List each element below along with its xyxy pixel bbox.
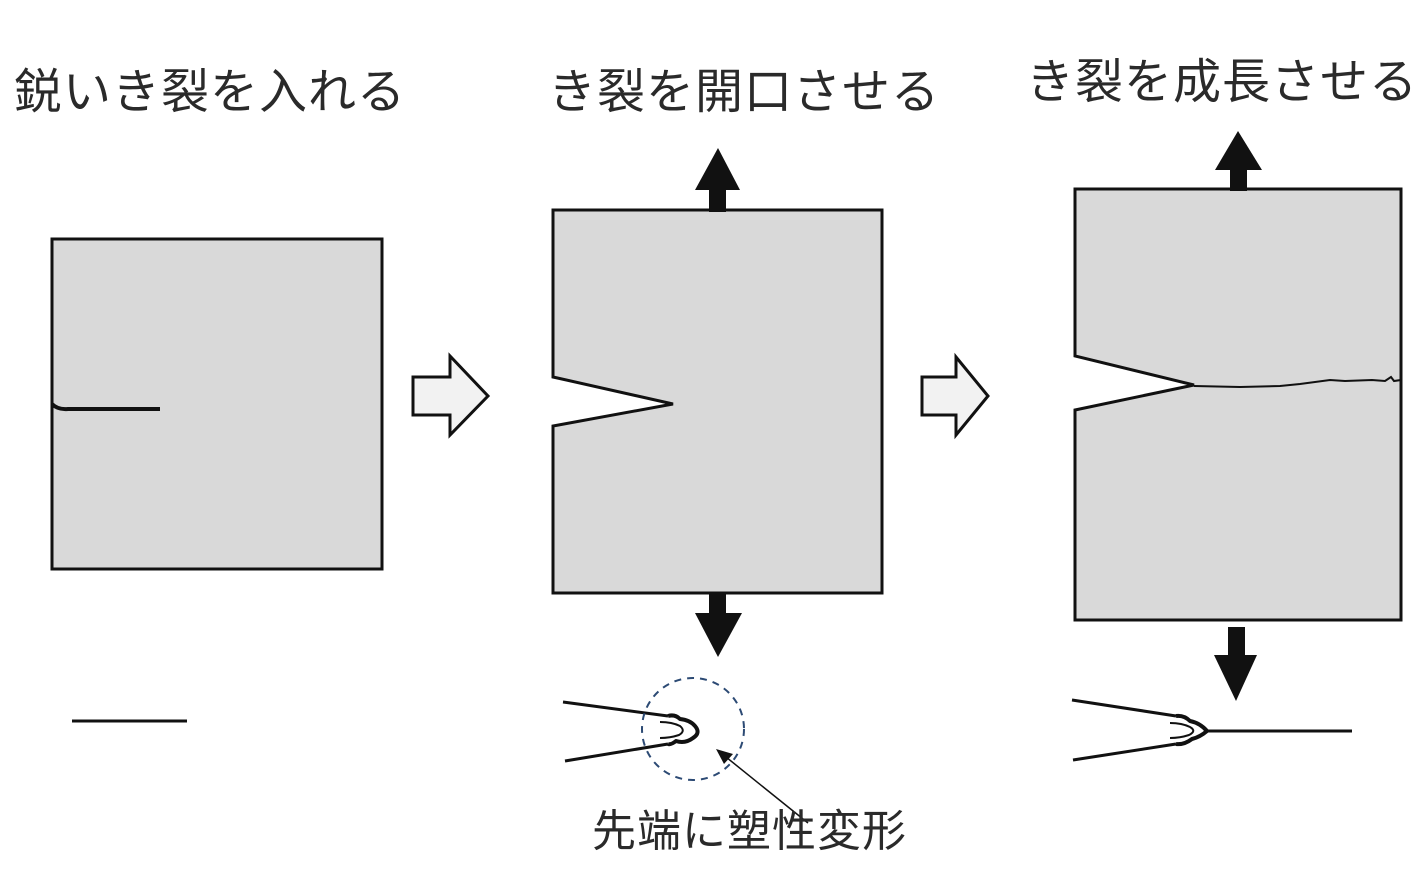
load-arrow-down-2-icon [1214, 627, 1257, 701]
step-3-title: き裂を成長させる [1026, 54, 1418, 110]
crack-flank-lower [564, 742, 669, 763]
step-1-title: 鋭いき裂を入れる [14, 64, 406, 120]
process-arrow-icon [411, 352, 491, 439]
crack-flank-upper [562, 700, 669, 718]
blunted-tip-2 [1175, 713, 1209, 747]
plastic-zone-circle [641, 677, 745, 781]
callout-arrowhead-icon [716, 749, 733, 764]
panel-sharp-crack [50, 237, 384, 571]
blunted-tip-inner [659, 721, 684, 739]
step-2-title: き裂を開口させる [548, 64, 940, 120]
panel-crack-opening [551, 148, 884, 657]
callout-leader [725, 756, 809, 824]
crack-flank-lower-2 [1072, 742, 1177, 762]
process-arrow-2-icon [920, 352, 990, 440]
crack-flank-upper-2 [1071, 698, 1177, 718]
specimen-1 [50, 237, 384, 571]
callout-label: 先端に塑性変形 [592, 806, 907, 857]
specimen-2 [551, 208, 884, 595]
sharp-crack-line [50, 402, 160, 412]
load-arrow-up-icon [695, 148, 740, 212]
grown-crack-line [1193, 375, 1402, 389]
specimen-3 [1073, 187, 1403, 622]
panel-crack-growth [1073, 131, 1403, 701]
crack-tip-detail-blunted [562, 677, 809, 824]
load-arrow-up-2-icon [1215, 131, 1262, 191]
crack-tip-detail-grown [1071, 698, 1352, 762]
blunted-tip [667, 713, 700, 747]
blunted-tip-inner-2 [1169, 722, 1195, 739]
load-arrow-down-icon [695, 593, 742, 657]
